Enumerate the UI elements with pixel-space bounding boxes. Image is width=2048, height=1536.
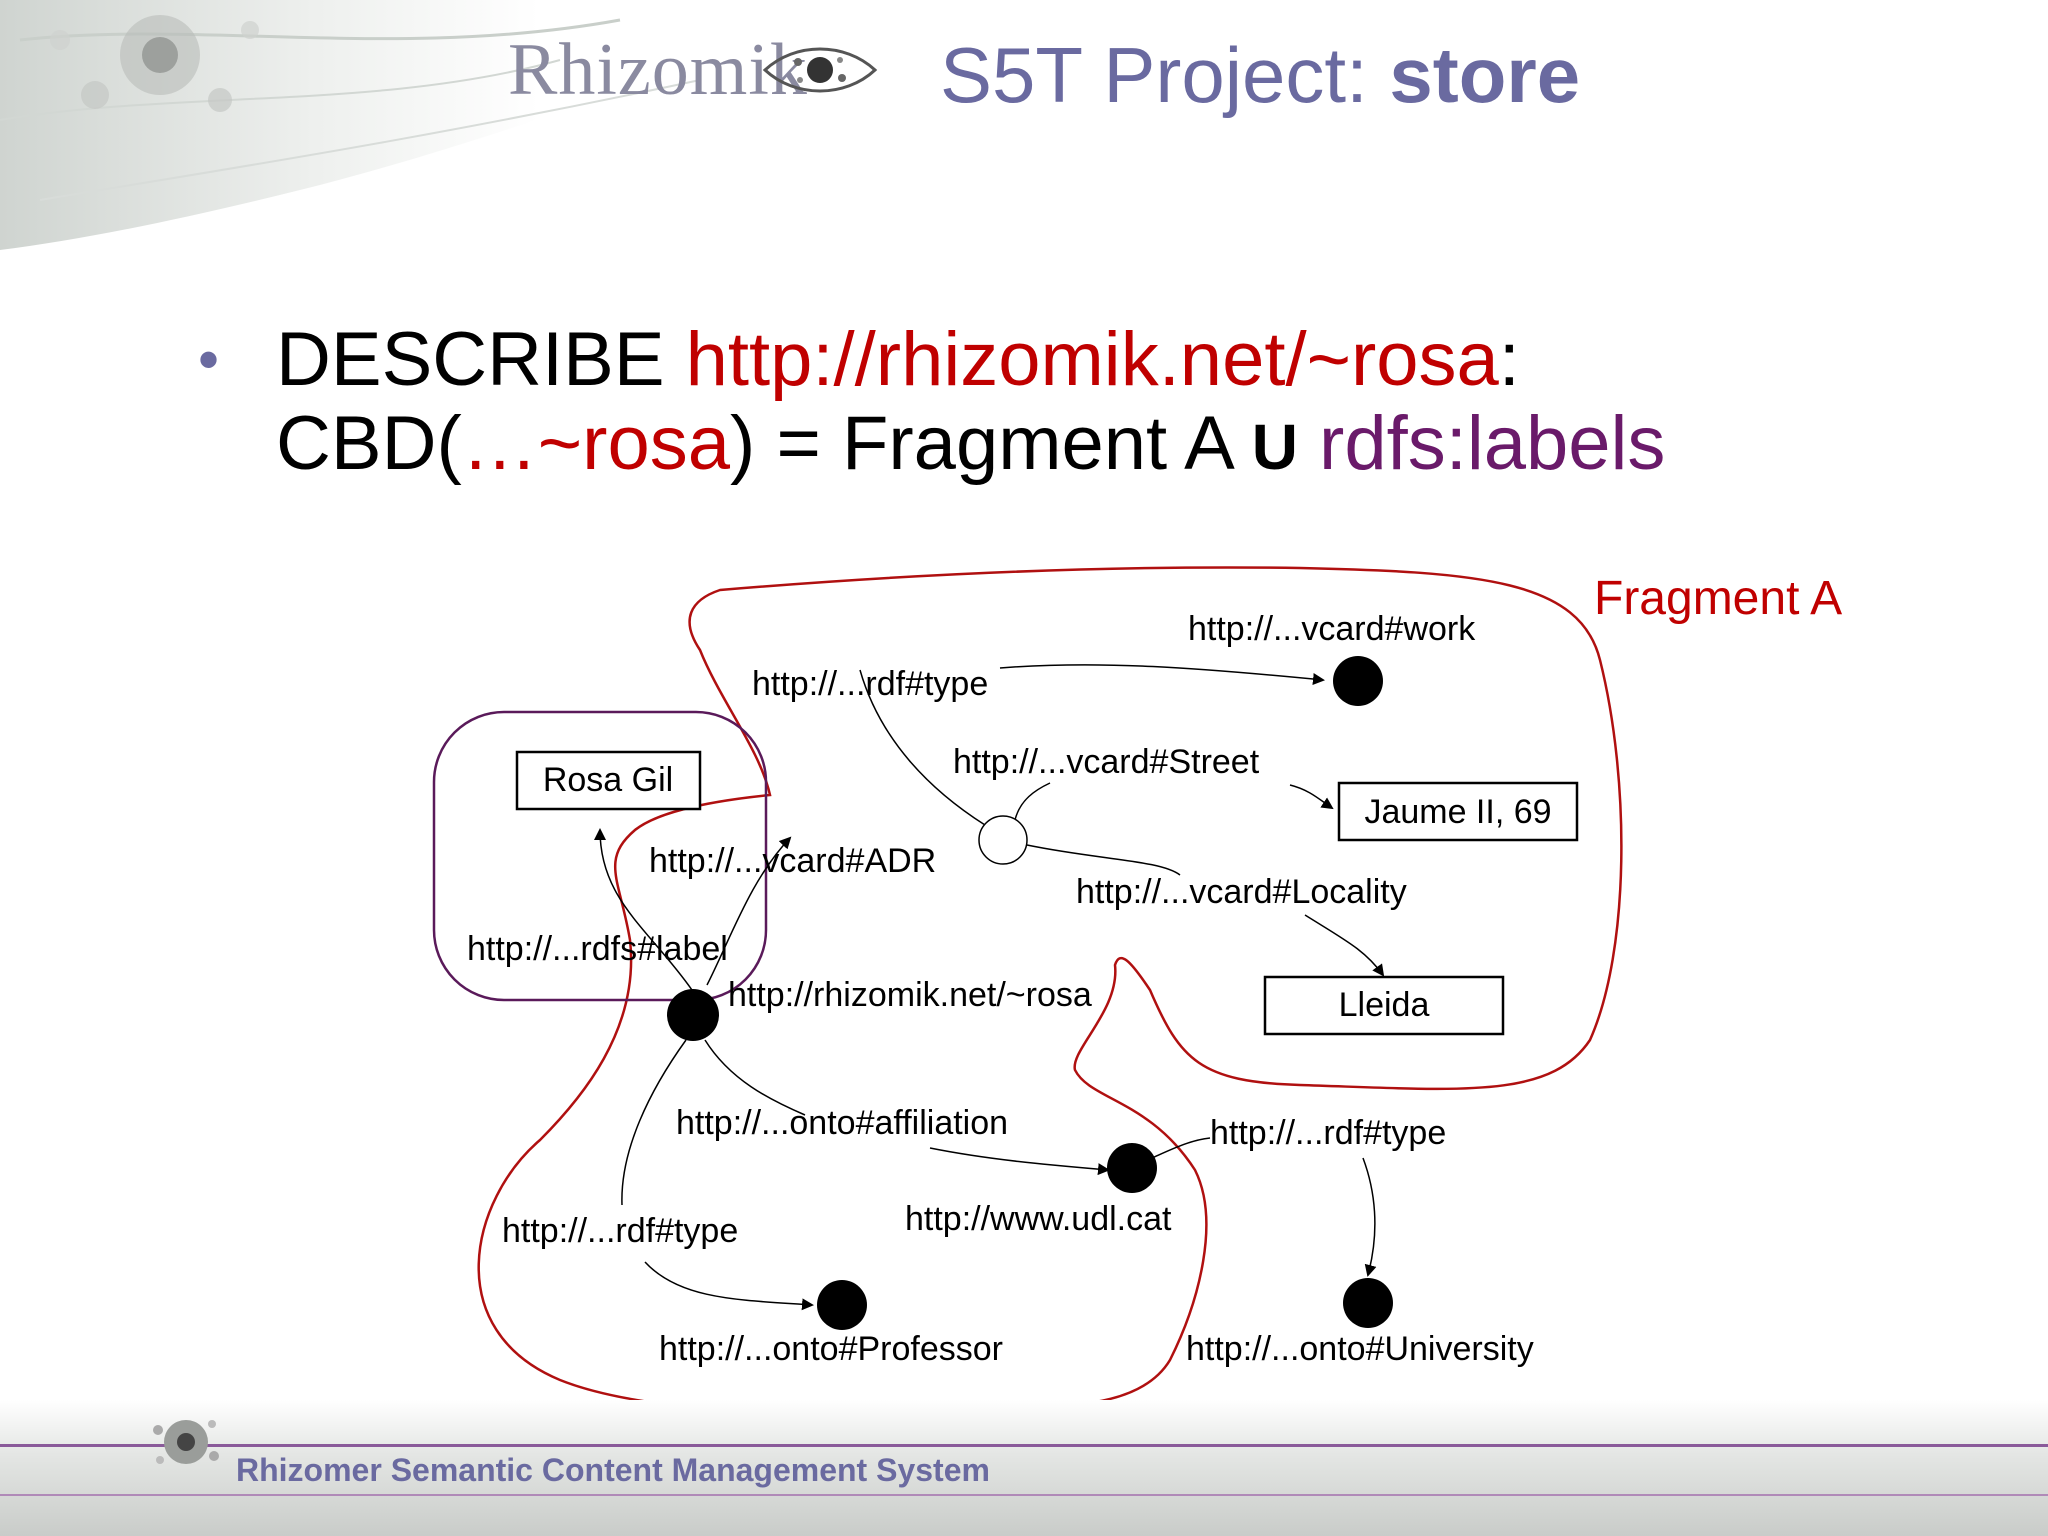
footer-background xyxy=(0,1400,2048,1536)
edge-type-work-line xyxy=(859,669,986,826)
node-jaume-box xyxy=(1337,781,1579,842)
label-street: http://...vcard#Street xyxy=(953,743,1260,781)
fragment-a-label: Fragment A xyxy=(1594,572,1842,625)
edge-adr xyxy=(706,836,792,986)
label-affiliation: http://...onto#affiliation xyxy=(676,1104,1008,1142)
cbd-uri: …~rosa xyxy=(461,401,731,486)
node-jaume: Jaume II, 69 xyxy=(1364,793,1551,831)
rhizomik-logo: Rhizomik xyxy=(508,29,808,111)
header-background xyxy=(0,0,900,250)
union-symbol: U xyxy=(1251,411,1298,483)
edge-locality-line xyxy=(1026,844,1181,876)
node-lleida-box xyxy=(1263,975,1505,1036)
label-adr: http://...vcard#ADR xyxy=(649,842,936,880)
label-type-work: http://...rdf#type xyxy=(752,665,988,703)
node-lleida: Lleida xyxy=(1339,986,1430,1024)
label-professor: http://...onto#Professor xyxy=(659,1330,1003,1368)
label-university: http://...onto#University xyxy=(1186,1330,1534,1368)
title-bold: store xyxy=(1389,31,1581,119)
cbd-mid: ) = Fragment A xyxy=(730,401,1252,486)
node-rosa-gil-box xyxy=(515,750,702,811)
bullet-marker: • xyxy=(198,326,220,393)
describe-colon: : xyxy=(1498,317,1520,402)
edge-type-work xyxy=(999,664,1325,686)
node-rosa xyxy=(667,989,719,1041)
node-work xyxy=(1333,656,1383,706)
describe-keyword: DESCRIBE xyxy=(276,317,686,402)
label-type-university: http://...rdf#type xyxy=(1210,1114,1446,1152)
rdfs-labels: rdfs:labels xyxy=(1319,401,1666,486)
bullet-line-1: DESCRIBE http://rhizomik.net/~rosa: xyxy=(276,318,1520,402)
label-locality: http://...vcard#Locality xyxy=(1076,873,1407,911)
label-type-professor: http://...rdf#type xyxy=(502,1212,738,1250)
node-university xyxy=(1343,1278,1393,1328)
labels-outline xyxy=(432,710,768,1002)
bullet-line-2: CBD(…~rosa) = Fragment A U rdfs:labels xyxy=(276,402,1665,489)
edge-street xyxy=(1289,784,1334,810)
edge-affiliation xyxy=(929,1147,1110,1176)
slide-title: S5T Project: store xyxy=(940,30,1580,121)
edge-locality xyxy=(1304,914,1385,977)
edge-type-professor-line xyxy=(621,1039,687,1206)
fragment-a-outline xyxy=(477,566,1623,1416)
node-udl xyxy=(1107,1143,1157,1193)
label-rosa-uri: http://rhizomik.net/~rosa xyxy=(728,976,1092,1014)
edge-affiliation-line xyxy=(704,1039,806,1116)
describe-uri: http://rhizomik.net/~rosa xyxy=(685,317,1499,402)
label-work: http://...vcard#work xyxy=(1188,610,1476,648)
footer-title: Rhizomer Semantic Content Management Sys… xyxy=(236,1452,990,1488)
edge-type-professor xyxy=(644,1261,814,1311)
edge-type-university xyxy=(1362,1157,1377,1277)
cbd-prefix: CBD( xyxy=(276,401,462,486)
label-rdfs-label: http://...rdfs#label xyxy=(467,930,728,968)
blank-node-address xyxy=(978,815,1028,865)
node-professor xyxy=(817,1280,867,1330)
edge-type-university-line xyxy=(1151,1137,1211,1159)
eye-logo-icon xyxy=(762,47,878,93)
title-prefix: S5T Project: xyxy=(940,31,1390,119)
label-udl: http://www.udl.cat xyxy=(905,1200,1172,1238)
edge-label xyxy=(594,828,693,991)
node-rosa-gil: Rosa Gil xyxy=(543,761,673,799)
edge-street-line xyxy=(1014,782,1051,821)
